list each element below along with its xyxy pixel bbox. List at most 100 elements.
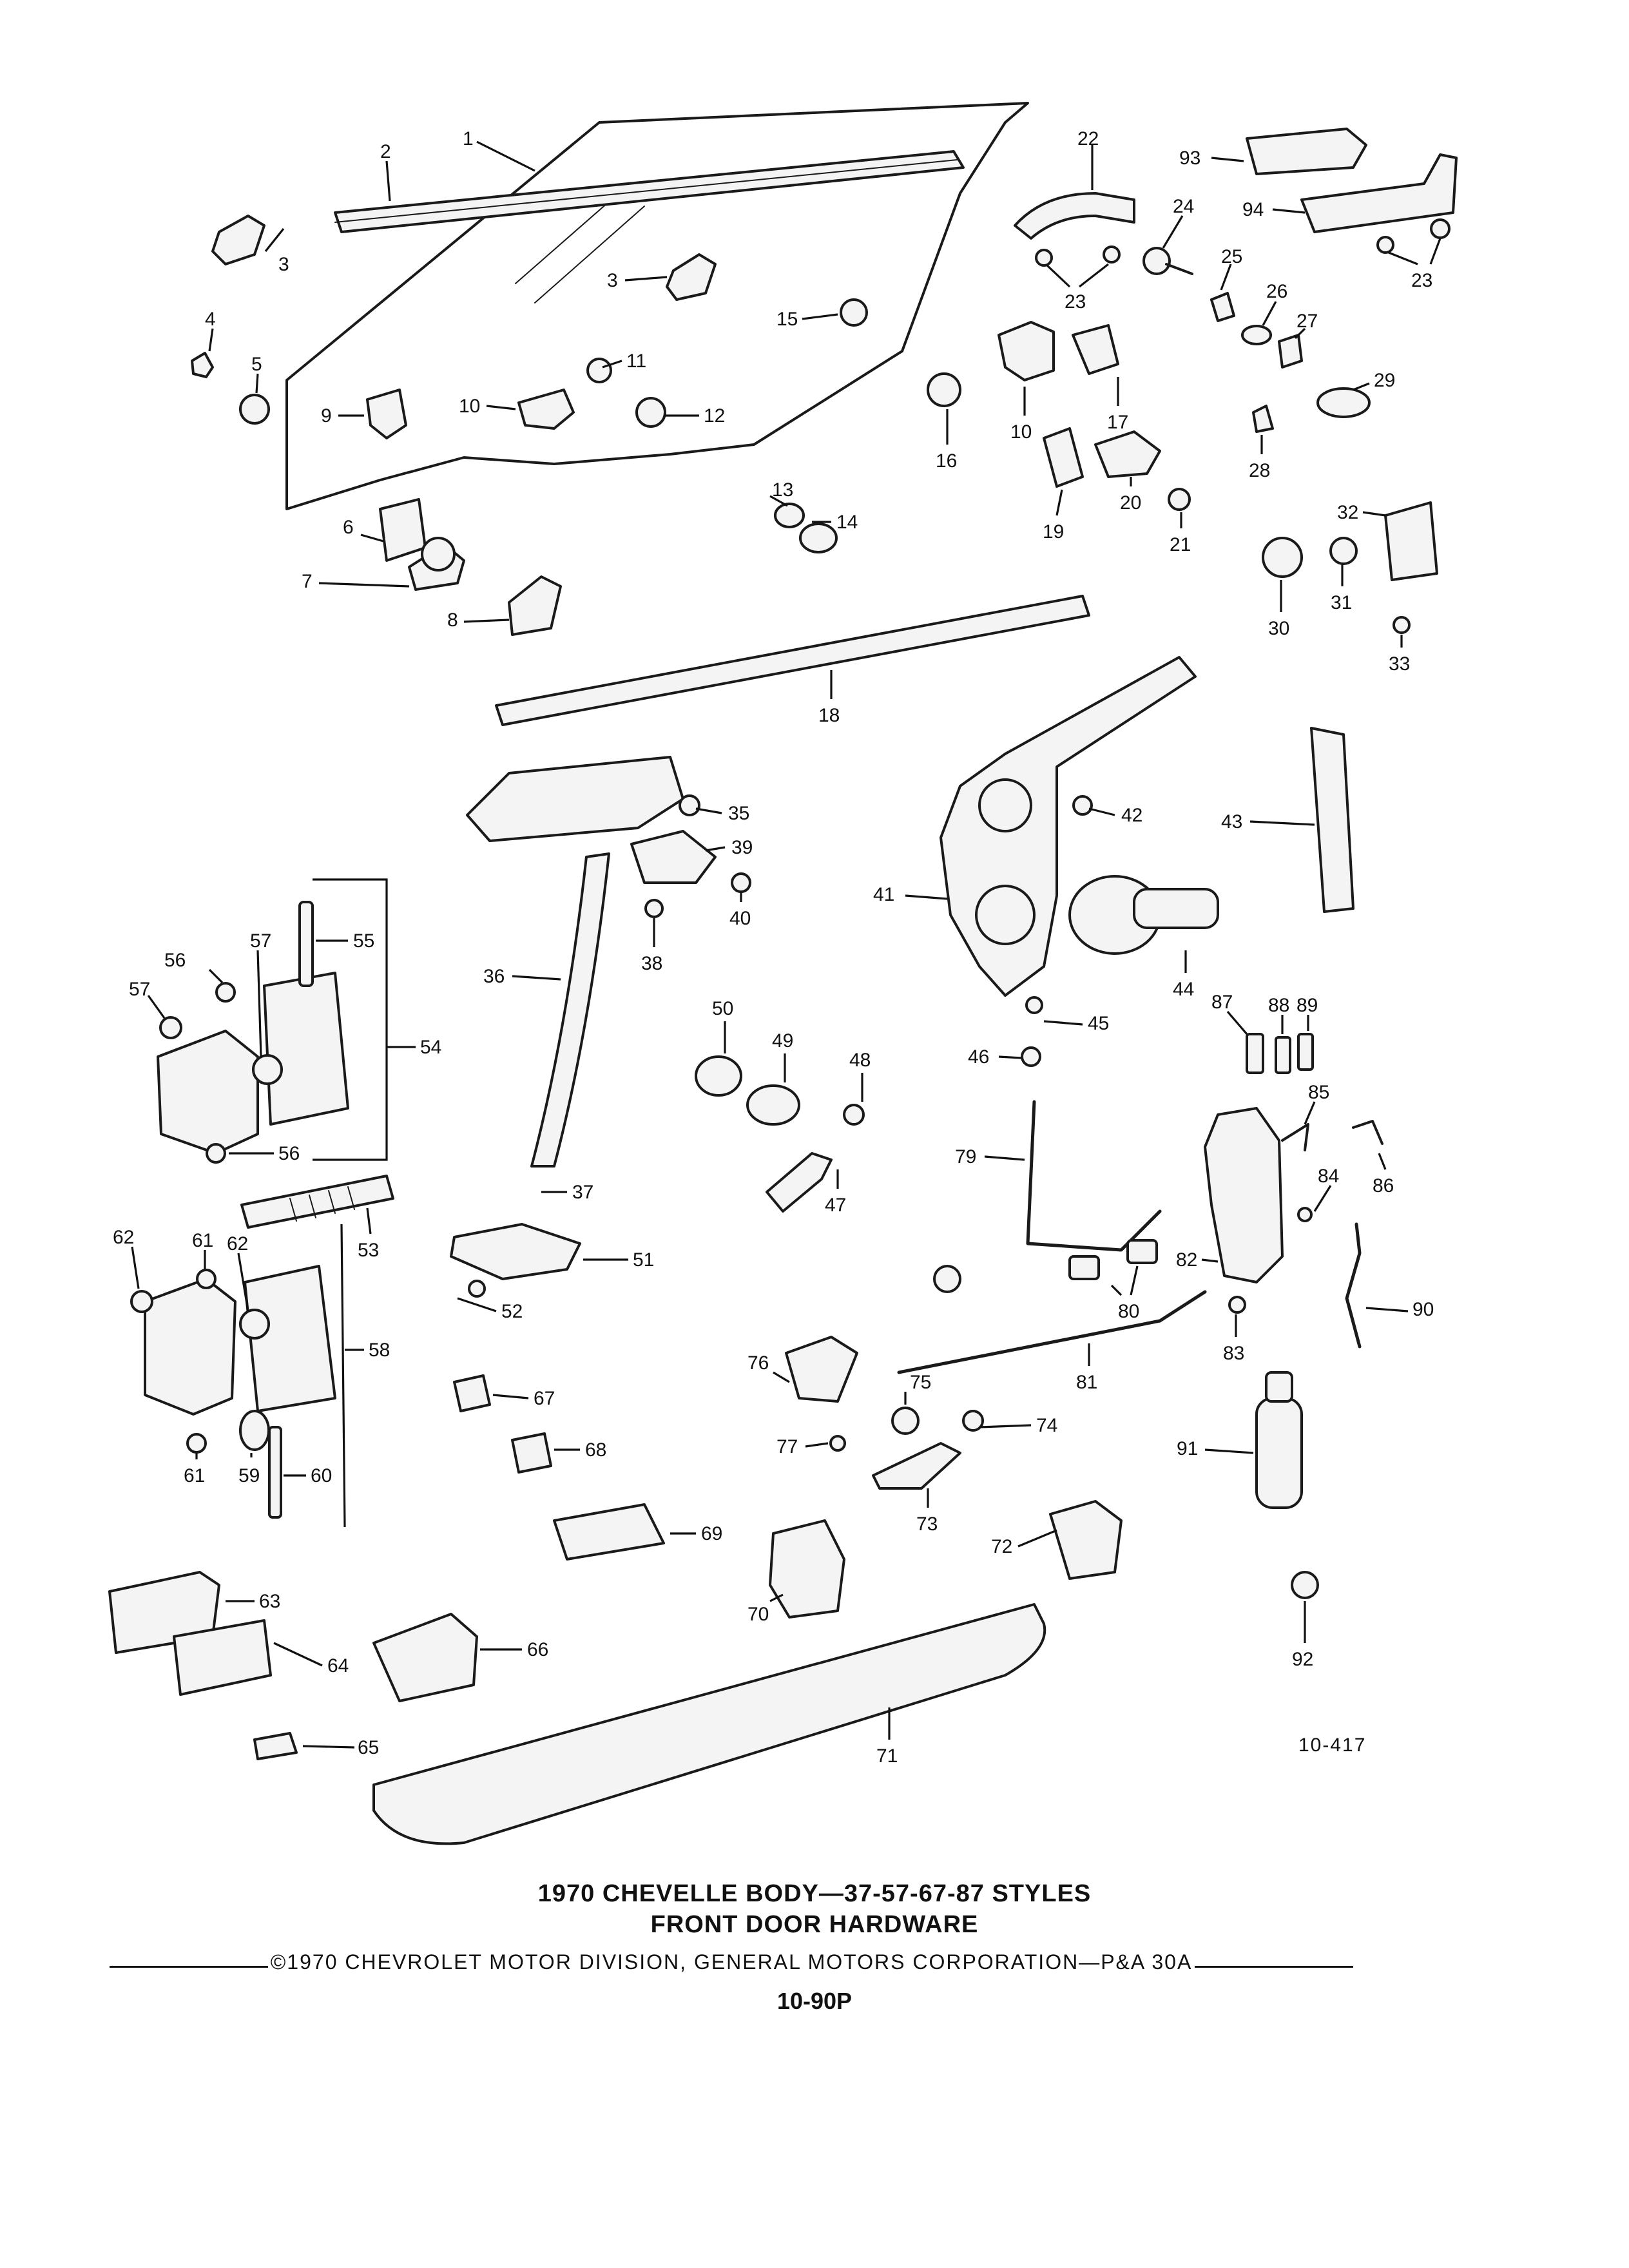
callout-85: 85 [1308, 1082, 1329, 1103]
door-glass [285, 102, 1029, 510]
lower-hinge [144, 1278, 236, 1416]
copyright-row: ©1970 CHEVROLET MOTOR DIVISION, GENERAL … [110, 1946, 1353, 1978]
callout-26: 26 [1266, 281, 1287, 302]
callout-48: 48 [849, 1050, 871, 1071]
regulator-arm [530, 852, 610, 1168]
callout-49: 49 [772, 1030, 793, 1052]
callout-84: 84 [1318, 1166, 1339, 1187]
upper-sash-channel [334, 150, 965, 233]
lower-sash-channel [495, 595, 1090, 726]
door-lock [1204, 1107, 1284, 1283]
callout-82: 82 [1176, 1249, 1197, 1271]
callout-3-b: 3 [607, 270, 618, 291]
callout-53: 53 [358, 1240, 379, 1261]
callout-77: 77 [776, 1436, 798, 1457]
callout-63: 63 [259, 1591, 280, 1612]
callout-17: 17 [1107, 412, 1128, 433]
callout-92: 92 [1292, 1649, 1313, 1670]
callout-64: 64 [327, 1655, 349, 1677]
callout-38: 38 [641, 953, 662, 974]
callout-41: 41 [873, 884, 894, 905]
callout-22: 22 [1077, 128, 1099, 149]
callout-79: 79 [955, 1146, 976, 1168]
callout-69: 69 [701, 1523, 722, 1544]
callout-59: 59 [238, 1465, 260, 1486]
callout-3: 3 [278, 254, 289, 275]
callout-75: 75 [910, 1372, 931, 1393]
callout-24: 24 [1173, 196, 1194, 217]
callout-51: 51 [633, 1249, 654, 1271]
callout-45: 45 [1088, 1013, 1109, 1034]
callout-56: 56 [164, 950, 186, 971]
copyright-rule-left [110, 1965, 268, 1968]
callout-81: 81 [1076, 1372, 1097, 1393]
callout-37: 37 [572, 1182, 593, 1203]
callout-55: 55 [353, 930, 374, 952]
callout-29: 29 [1374, 370, 1395, 391]
figure-reference: 10-417 [1298, 1735, 1367, 1756]
callout-40: 40 [729, 908, 751, 929]
diagram-title: 1970 CHEVELLE BODY—37-57-67-87 STYLES [537, 1880, 1092, 1907]
callout-27: 27 [1296, 311, 1318, 332]
callout-61: 61 [192, 1230, 213, 1251]
callout-20: 20 [1120, 492, 1141, 514]
callout-76: 76 [747, 1352, 769, 1374]
callout-43: 43 [1221, 811, 1242, 832]
callout-62: 62 [113, 1227, 134, 1248]
callout-18: 18 [818, 705, 840, 726]
callout-2: 2 [380, 141, 391, 162]
callout-46: 46 [968, 1046, 989, 1068]
callout-14: 14 [836, 512, 858, 533]
callout-73: 73 [916, 1514, 938, 1535]
callout-70: 70 [747, 1604, 769, 1625]
callout-11: 11 [626, 351, 646, 372]
callout-16: 16 [936, 450, 957, 472]
callout-54: 54 [420, 1037, 441, 1058]
callout-28: 28 [1249, 460, 1270, 481]
callout-71: 71 [876, 1745, 898, 1767]
callout-67: 67 [534, 1388, 555, 1409]
callout-9: 9 [321, 405, 332, 427]
copyright-text: ©1970 CHEVROLET MOTOR DIVISION, GENERAL … [270, 1950, 1193, 1974]
callout-13: 13 [772, 479, 793, 501]
callout-23-b: 23 [1411, 270, 1432, 291]
callout-57: 57 [250, 930, 271, 952]
callout-60: 60 [311, 1465, 332, 1486]
callout-56-b: 56 [278, 1143, 300, 1164]
callout-42: 42 [1121, 805, 1142, 826]
callout-47: 47 [825, 1195, 846, 1216]
callout-39: 39 [731, 837, 753, 858]
callout-50: 50 [712, 998, 733, 1019]
callout-15: 15 [776, 309, 798, 330]
callout-83: 83 [1223, 1343, 1244, 1364]
callout-93: 93 [1179, 148, 1200, 169]
callout-31: 31 [1331, 592, 1352, 613]
callout-89: 89 [1296, 995, 1318, 1016]
glass-clip-2 [666, 253, 717, 301]
callout-21: 21 [1170, 534, 1191, 555]
callout-65: 65 [358, 1737, 379, 1758]
window-regulator [940, 656, 1197, 997]
callout-80: 80 [1118, 1301, 1139, 1322]
callout-25: 25 [1221, 246, 1242, 267]
part-drawings [108, 102, 1458, 1845]
callout-1: 1 [463, 128, 474, 149]
callout-88: 88 [1268, 995, 1289, 1016]
callout-57-b: 57 [129, 979, 150, 1000]
callout-68: 68 [585, 1439, 606, 1461]
callout-5: 5 [251, 354, 262, 375]
outside-handle [1014, 192, 1135, 240]
callout-52: 52 [501, 1301, 523, 1322]
callout-72: 72 [991, 1536, 1012, 1557]
callout-91: 91 [1177, 1438, 1198, 1459]
upper-hinge [157, 1030, 259, 1155]
callout-19: 19 [1043, 521, 1064, 543]
callout-44: 44 [1173, 979, 1194, 1000]
callout-33: 33 [1389, 653, 1410, 675]
callout-62-b: 62 [227, 1233, 248, 1254]
copyright-rule-right [1195, 1965, 1353, 1968]
callout-36: 36 [483, 966, 505, 987]
callout-10-b: 10 [1010, 421, 1032, 443]
callout-35: 35 [728, 803, 749, 824]
callout-61-b: 61 [184, 1465, 205, 1486]
